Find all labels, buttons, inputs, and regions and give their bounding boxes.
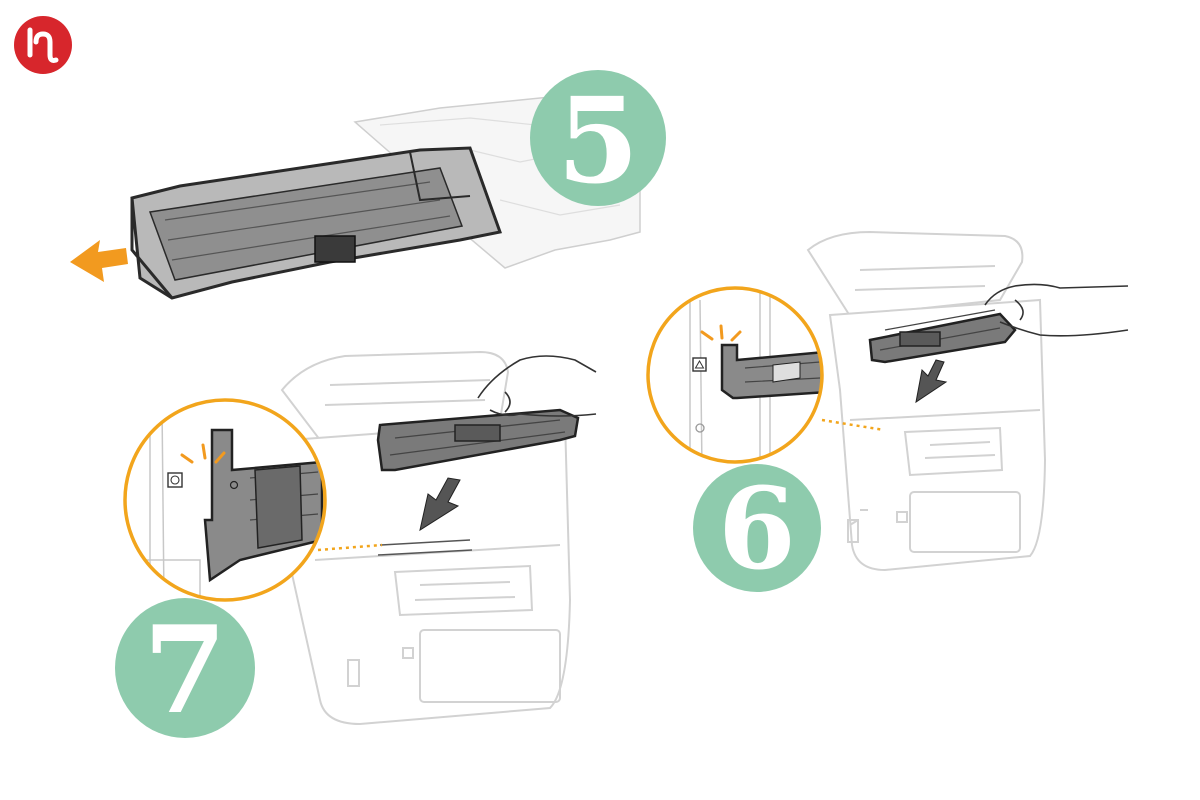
step-badge-6: 6 bbox=[693, 464, 821, 595]
step-7-cartridge bbox=[376, 408, 580, 472]
step-number-5: 5 bbox=[557, 71, 639, 210]
step-number-6: 6 bbox=[718, 464, 796, 595]
step-6-cartridge bbox=[868, 309, 1017, 364]
click-marks-icon bbox=[700, 324, 742, 342]
logo-icon: lŋ bbox=[14, 16, 72, 74]
hand-icon bbox=[477, 355, 597, 417]
step-7-printer bbox=[278, 350, 572, 726]
step-badge-5: 5 bbox=[530, 70, 666, 210]
hand-icon bbox=[984, 283, 1129, 337]
drum-cartridge bbox=[130, 146, 502, 300]
callout-zoom-7 bbox=[123, 398, 327, 602]
step-number-7: 7 bbox=[143, 600, 227, 741]
click-marks-icon bbox=[180, 443, 226, 464]
callout-zoom-6 bbox=[646, 286, 824, 464]
down-arrow-icon bbox=[419, 477, 461, 532]
step-6-printer bbox=[806, 230, 1047, 572]
triangle-icon bbox=[692, 357, 707, 372]
circle-icon bbox=[167, 472, 183, 488]
down-arrow-icon bbox=[915, 359, 948, 404]
step-badge-7: 7 bbox=[115, 598, 255, 741]
left-arrow-icon bbox=[70, 240, 128, 282]
